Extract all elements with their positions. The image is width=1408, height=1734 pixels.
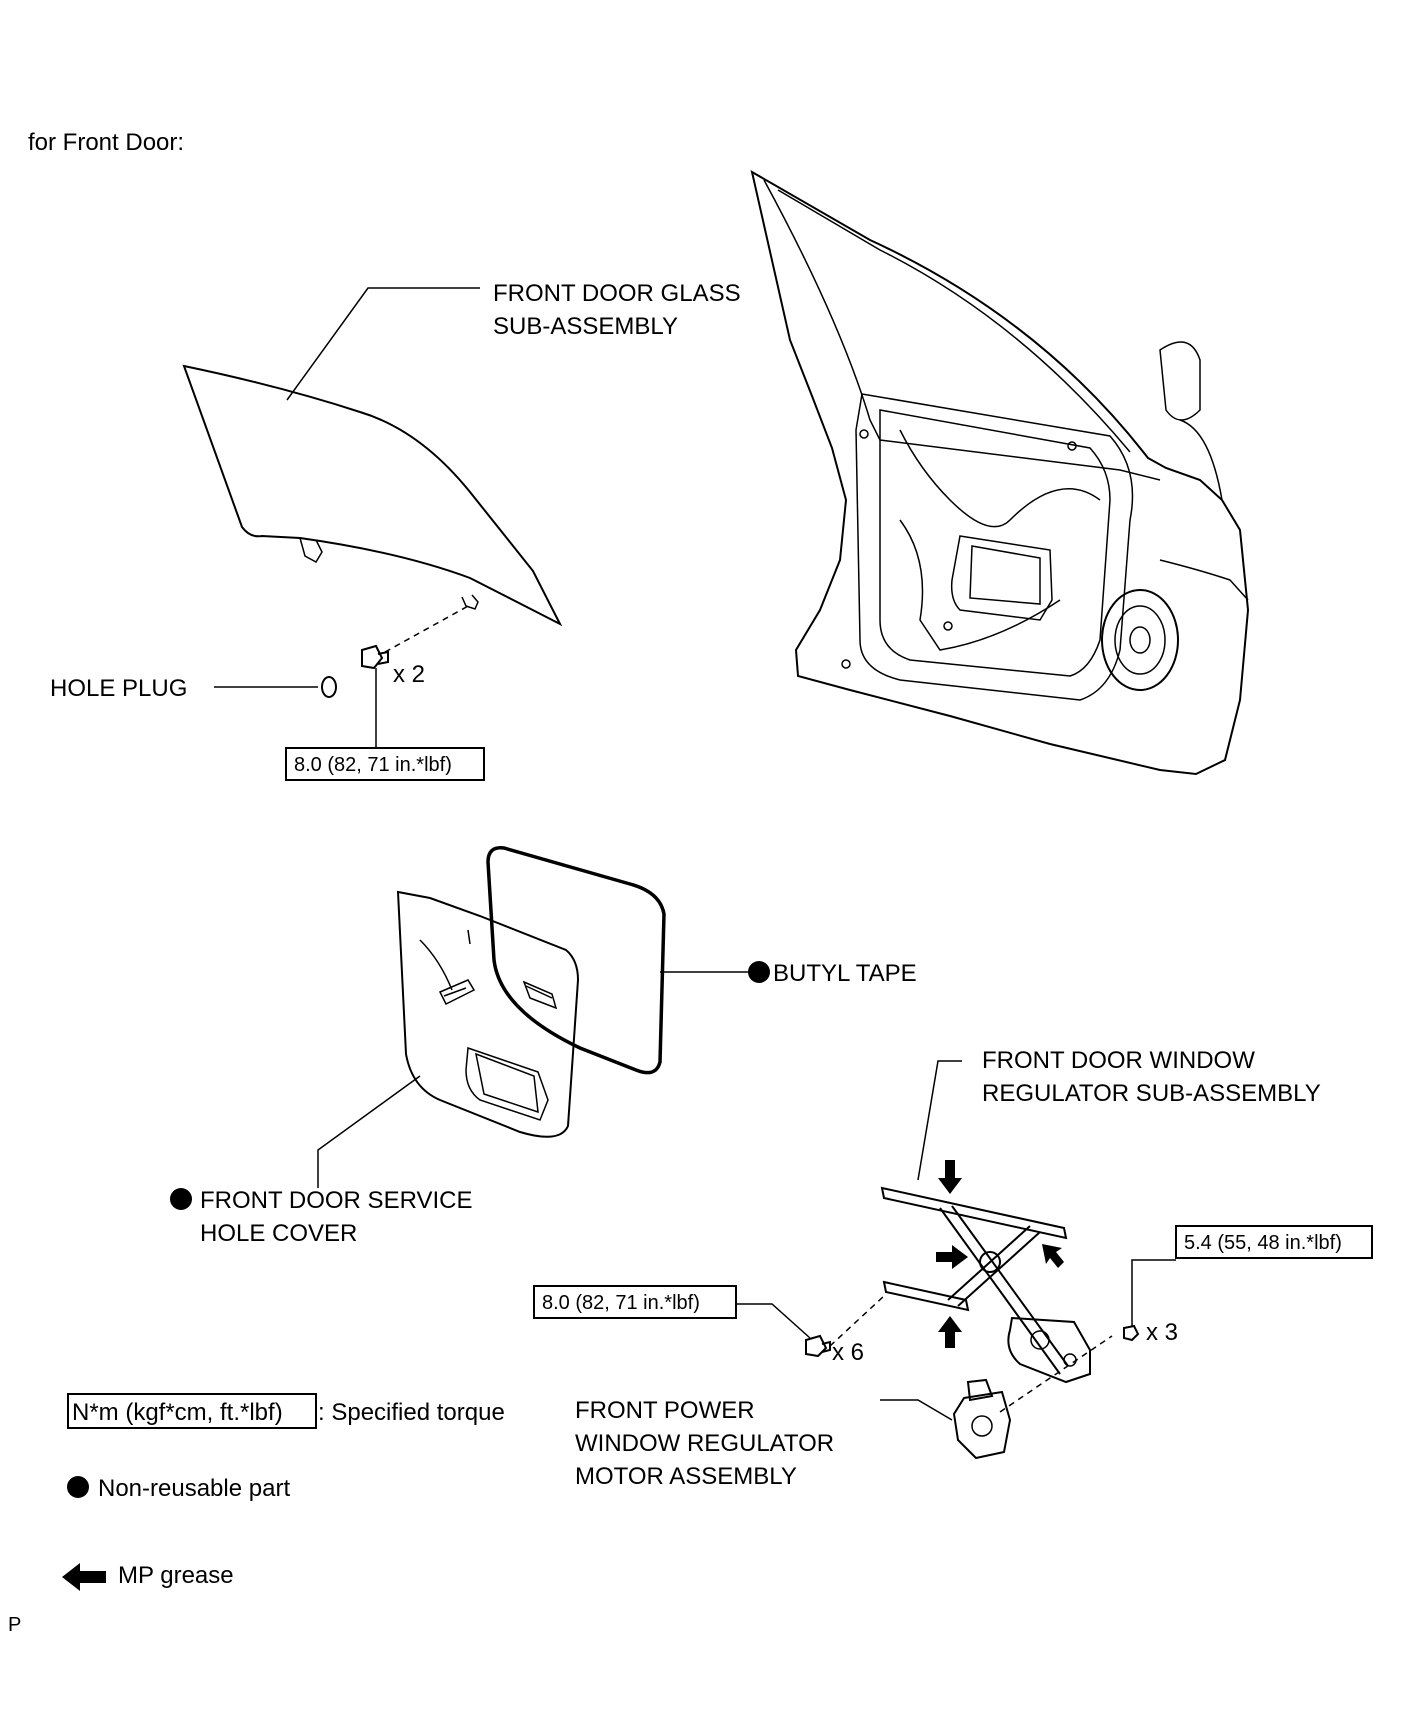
torque-box-motor — [1175, 1225, 1373, 1259]
corner-mark: P — [8, 1614, 21, 1636]
door-panel-illustration — [750, 169, 1250, 776]
leader-service-cover — [317, 1075, 421, 1188]
grease-arrow-top — [938, 1160, 962, 1194]
leader-torque-regulator — [736, 1303, 811, 1339]
grease-arrow-bottom — [938, 1316, 962, 1348]
label-window-regulator: FRONT DOOR WINDOW — [982, 1047, 1255, 1074]
label-window-regulator-2: REGULATOR SUB-ASSEMBLY — [982, 1080, 1321, 1107]
door-glass-illustration — [182, 364, 563, 627]
label-hole-plug: HOLE PLUG — [50, 675, 187, 702]
service-hole-cover-illustration — [396, 890, 580, 1138]
label-motor-assembly-3: MOTOR ASSEMBLY — [575, 1463, 797, 1490]
label-motor-assembly: FRONT POWER — [575, 1397, 755, 1424]
legend-torque-box — [67, 1393, 317, 1429]
glass-bolt-guide — [384, 604, 471, 653]
legend-grease: MP grease — [118, 1562, 234, 1589]
torque-value-regulator: 8.0 (82, 71 in.*lbf) — [542, 1292, 700, 1314]
window-regulator-illustration — [880, 1186, 1091, 1384]
window-motor-illustration — [952, 1378, 1012, 1460]
leader-motor — [880, 1399, 953, 1421]
torque-box-regulator — [533, 1285, 737, 1319]
torque-value-motor: 5.4 (55, 48 in.*lbf) — [1184, 1232, 1342, 1254]
regulator-bolt-guide — [829, 1295, 885, 1347]
hole-plug-icon — [321, 676, 337, 698]
label-motor-assembly-2: WINDOW REGULATOR — [575, 1430, 834, 1457]
regulator-bolt-icon — [805, 1334, 831, 1358]
legend-grease-arrow — [62, 1563, 106, 1591]
label-service-hole-cover: FRONT DOOR SERVICE — [200, 1187, 472, 1214]
motor-bolt-icon — [1123, 1324, 1140, 1342]
legend-torque-units: N*m (kgf*cm, ft.*lbf) — [72, 1399, 283, 1426]
label-service-hole-cover-2: HOLE COVER — [200, 1220, 357, 1247]
label-butyl-tape: BUTYL TAPE — [773, 960, 917, 987]
leader-window-regulator — [917, 1060, 962, 1181]
torque-value-glass: 8.0 (82, 71 in.*lbf) — [294, 754, 452, 776]
legend-nonreusable-mark — [67, 1476, 89, 1498]
label-front-door-glass: FRONT DOOR GLASS — [493, 280, 741, 307]
butyl-tape-illustration — [486, 846, 666, 1075]
nonreusable-mark-butyl — [748, 961, 770, 983]
leader-glass — [286, 287, 480, 401]
qty-motor-bolt: x 3 — [1146, 1319, 1178, 1346]
leader-torque-motor — [1131, 1259, 1176, 1326]
legend-nonreusable: Non-reusable part — [98, 1475, 290, 1502]
motor-guide — [999, 1335, 1113, 1413]
torque-box-glass — [285, 747, 485, 781]
qty-glass-bolt: x 2 — [393, 661, 425, 688]
qty-regulator-bolt: x 6 — [832, 1339, 864, 1366]
label-front-door-glass-sub: SUB-ASSEMBLY — [493, 313, 678, 340]
page-title: for Front Door: — [28, 129, 184, 156]
nonreusable-mark-cover — [170, 1188, 192, 1210]
glass-bolt-icon — [361, 644, 389, 670]
grease-arrow-mid — [936, 1245, 968, 1269]
legend-torque-desc: : Specified torque — [318, 1399, 505, 1426]
grease-arrow-right — [1042, 1244, 1064, 1268]
